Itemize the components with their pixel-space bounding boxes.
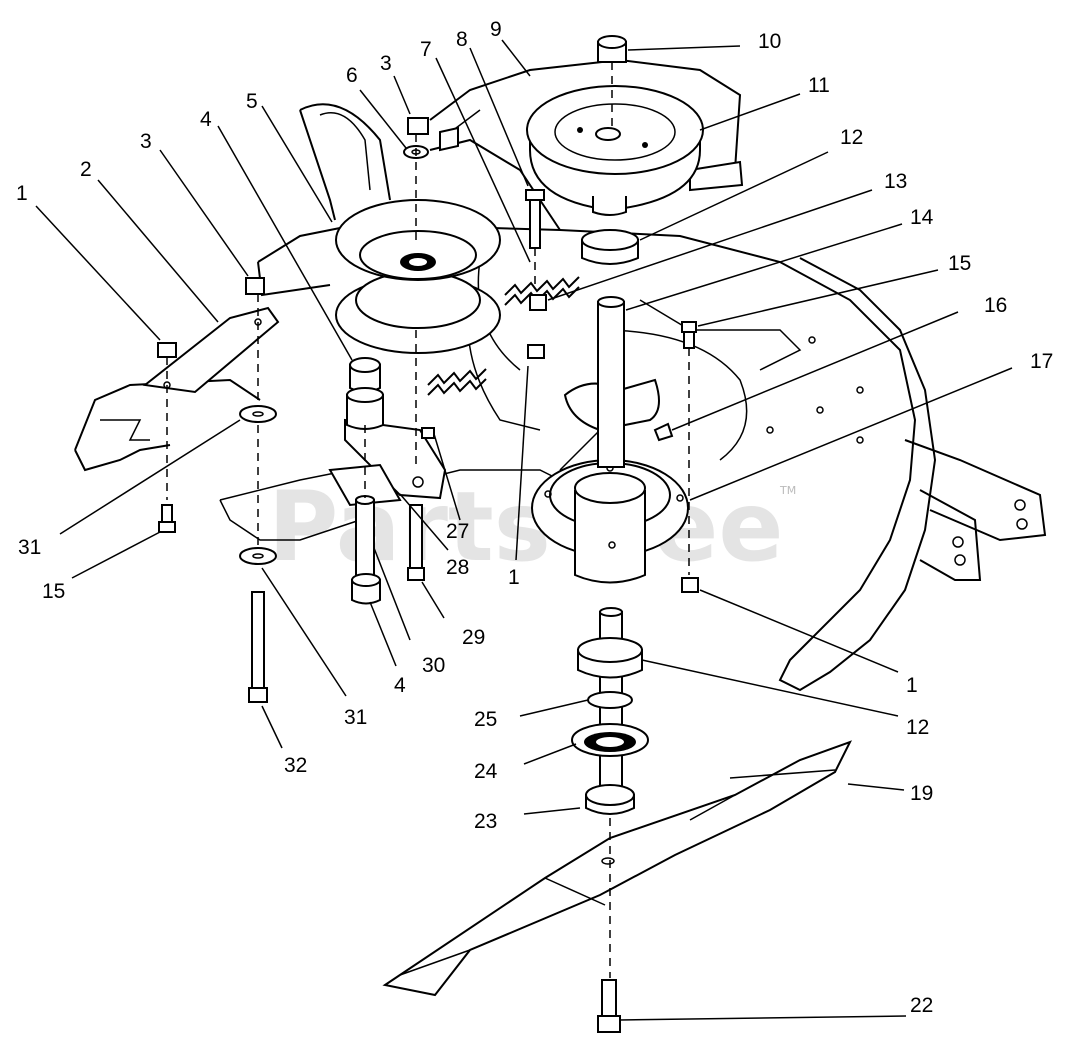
blade-pulley	[526, 85, 704, 216]
callout-labels: 1 2 3 4 5 6 3 7 8 9 10 11 12 13 14 15 16…	[16, 18, 1053, 1017]
callout-label: 16	[984, 294, 1007, 317]
idler-arm-bracket	[328, 418, 447, 507]
callout-label: 24	[474, 760, 498, 783]
callout-label: 29	[462, 626, 485, 649]
callout-label: 12	[840, 126, 863, 149]
callout-label: 32	[284, 754, 307, 777]
callout-label: 13	[884, 170, 907, 193]
mower-deck-housing	[74, 58, 1047, 692]
callout-label: 1	[16, 182, 28, 205]
callout-label: 28	[446, 556, 469, 579]
callout-label: 11	[808, 74, 830, 97]
callout-label: 23	[474, 810, 497, 833]
spindle-shaft	[597, 296, 625, 468]
callout-label: 3	[140, 130, 152, 153]
callout-label: 12	[906, 716, 929, 739]
deck-bracket	[142, 306, 280, 394]
callout-label: 31	[18, 536, 41, 559]
callout-label: 2	[80, 158, 92, 181]
callout-label: 4	[394, 674, 406, 697]
callout-label: 19	[910, 782, 933, 805]
callout-label: 30	[422, 654, 445, 677]
assembly-center-lines	[166, 62, 690, 978]
callout-label: 27	[446, 520, 469, 543]
callout-label: 1	[906, 674, 918, 697]
idler-pulley	[335, 199, 501, 354]
callout-label: 3	[380, 52, 392, 75]
callout-label: 6	[346, 64, 358, 87]
callout-label: 17	[1030, 350, 1053, 373]
callout-label: 15	[948, 252, 971, 275]
spindle-lower-stack	[571, 607, 649, 815]
callout-label: 25	[474, 708, 497, 731]
callout-leader-lines	[35, 39, 1013, 1021]
callout-label: 4	[200, 108, 212, 131]
callout-label: 14	[910, 206, 934, 229]
callout-label: 15	[42, 580, 65, 603]
tension-springs	[427, 276, 580, 396]
callout-label: 5	[246, 90, 258, 113]
hardware-parts	[157, 35, 699, 1033]
callout-label: 31	[344, 706, 367, 729]
callout-label: 10	[758, 30, 781, 53]
callout-label: 7	[420, 38, 432, 61]
callout-label: 22	[910, 994, 933, 1017]
callout-label: 8	[456, 28, 468, 51]
watermark-trademark: TM	[779, 484, 796, 497]
spindle-housing	[531, 378, 689, 584]
callout-label: 1	[508, 566, 520, 589]
callout-label: 9	[490, 18, 502, 41]
